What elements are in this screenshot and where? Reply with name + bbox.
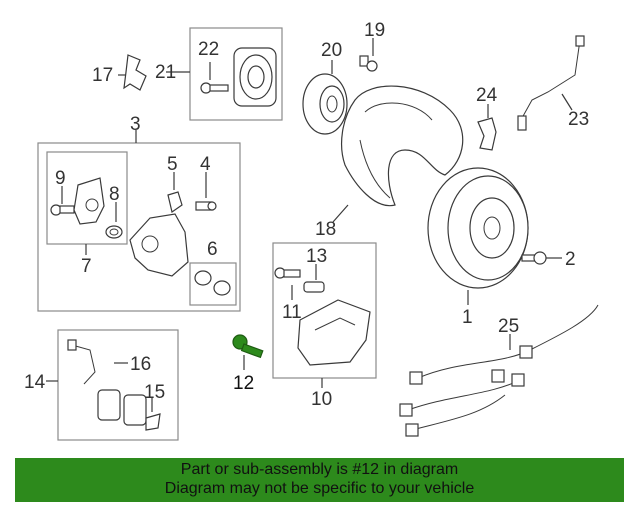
piston-housing-part-7	[73, 177, 105, 225]
sensor-harness-part-25	[399, 304, 599, 437]
callout-11: 11	[282, 302, 302, 323]
callout-23: 23	[568, 109, 589, 130]
callout-1: 1	[462, 307, 473, 328]
brake-hose-part-23	[517, 35, 585, 131]
callout-16: 16	[130, 354, 151, 375]
piston-part-6	[194, 270, 231, 296]
screw-part-2	[521, 251, 547, 265]
caliper-body	[129, 213, 189, 277]
callout-14: 14	[24, 372, 46, 393]
callout-21: 21	[155, 62, 176, 83]
brake-pads	[97, 389, 147, 426]
bleeder-part-5	[167, 191, 183, 213]
callout-25: 25	[498, 316, 519, 337]
group-box-carrier	[272, 242, 377, 379]
callout-12: 12	[233, 373, 254, 394]
callout-10: 10	[311, 389, 332, 410]
group-box-caliper	[37, 142, 241, 312]
callout-19: 19	[364, 20, 385, 41]
callout-18: 18	[315, 219, 336, 240]
callout-2: 2	[565, 249, 576, 270]
dust-shield-part-18	[340, 85, 464, 207]
callout-8: 8	[109, 184, 120, 205]
callout-6: 6	[207, 239, 218, 260]
callout-5: 5	[167, 154, 178, 175]
bolt-part-22	[200, 82, 229, 94]
bolt-part-12	[232, 334, 264, 359]
callout-4: 4	[200, 154, 211, 175]
callout-17: 17	[92, 65, 113, 86]
group-box-6	[189, 262, 237, 306]
bolt-part-19	[359, 55, 378, 72]
callout-13: 13	[306, 246, 327, 267]
banner-line-1: Part or sub-assembly is #12 in diagram	[180, 461, 459, 478]
parts-diagram: 17 21 22 20 19 24 23 3 18 9 5 4 8 6 7 13…	[24, 20, 599, 441]
group-box-hub	[189, 27, 283, 121]
info-banner: Part or sub-assembly is #12 in diagram D…	[15, 458, 624, 502]
callout-3: 3	[130, 114, 141, 135]
brake-rotor-part-1	[427, 167, 529, 289]
group-box-7	[46, 151, 128, 245]
seal-part-8	[105, 225, 123, 239]
guide-pin-part-4	[195, 201, 217, 211]
bolt-part-9	[50, 204, 75, 216]
group-box-pads	[57, 329, 179, 441]
bracket-part-24	[477, 117, 497, 151]
callout-9: 9	[55, 168, 66, 189]
banner-line-2: Diagram may not be specific to your vehi…	[164, 480, 475, 497]
callout-20: 20	[321, 40, 342, 61]
bracket-part-17	[123, 54, 147, 91]
callout-15: 15	[144, 382, 165, 403]
clip-part-15	[145, 413, 161, 431]
bushing-part-13	[303, 281, 325, 293]
wear-sensor-part-16	[67, 339, 96, 385]
carrier-bracket-part-10	[297, 299, 371, 366]
bolt-part-11	[274, 267, 301, 279]
callout-24: 24	[476, 85, 498, 106]
callout-7: 7	[81, 256, 92, 277]
callout-22: 22	[198, 39, 219, 60]
wheel-hub-part-20	[302, 73, 348, 135]
hub-bearing	[233, 47, 277, 107]
